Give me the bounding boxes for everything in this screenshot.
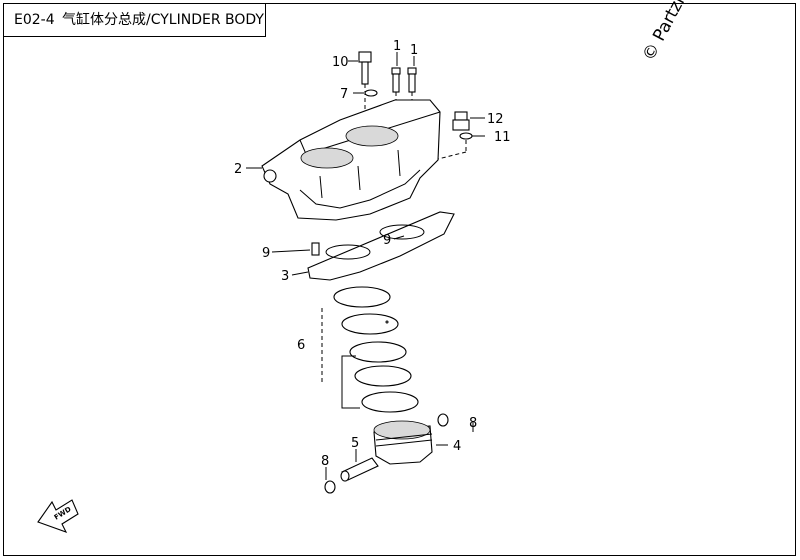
piston-pin-5 — [340, 457, 379, 482]
circlip-8-left — [324, 480, 336, 494]
callout-11: 11 — [494, 130, 511, 145]
bolt-1-left — [391, 67, 401, 93]
dowel-pin-9-left — [311, 242, 320, 256]
callout-12: 12 — [487, 112, 504, 127]
title-block: E02-4 气缸体分总成/CYLINDER BODY — [3, 3, 266, 37]
callout-3: 3 — [281, 269, 289, 284]
callout-9-right: 9 — [383, 233, 391, 248]
fwd-arrow-icon: FWD — [37, 499, 79, 533]
bolt-1-right — [407, 67, 417, 93]
cylinder-body-2 — [261, 99, 441, 221]
callout-4: 4 — [453, 439, 461, 454]
fitting-12 — [452, 111, 470, 131]
bolt-10 — [358, 51, 372, 85]
callout-6: 6 — [297, 338, 305, 353]
title-name: 气缸体分总成/CYLINDER BODY — [62, 11, 264, 28]
callout-8-right: 8 — [469, 416, 477, 431]
callout-1-right: 1 — [410, 43, 418, 58]
title-code: E02-4 — [14, 12, 55, 28]
diagram-frame — [3, 3, 796, 556]
piston-rings-6 — [333, 286, 419, 413]
callout-10: 10 — [332, 55, 349, 70]
cylinder-gasket-3 — [307, 211, 455, 281]
callout-1-left: 1 — [393, 39, 401, 54]
circlip-8-right — [437, 413, 449, 427]
washer-7 — [364, 89, 378, 97]
callout-2: 2 — [234, 162, 242, 177]
watermark: © Partzilla.com — [639, 0, 718, 64]
piston-4 — [373, 420, 433, 465]
callout-5: 5 — [351, 436, 359, 451]
callout-8-left: 8 — [321, 454, 329, 469]
callout-7: 7 — [340, 87, 348, 102]
title-box — [3, 3, 266, 37]
washer-11 — [459, 132, 473, 140]
callout-9-left: 9 — [262, 246, 270, 261]
